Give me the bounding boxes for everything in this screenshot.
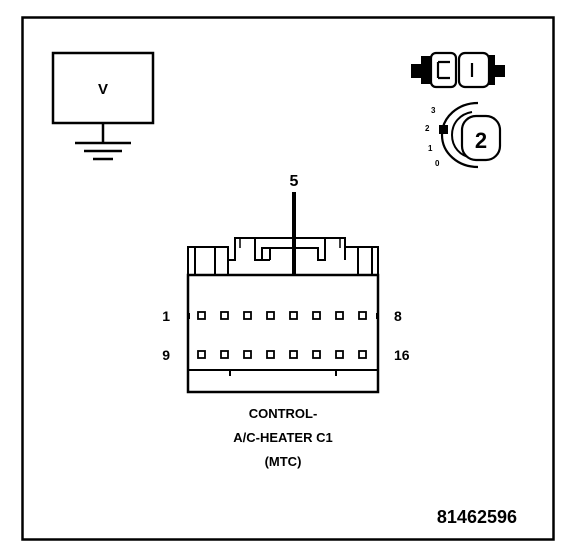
connector-body [186,273,380,394]
pin-label-16: 16 [394,347,410,363]
probe-pin-label: 5 [290,173,299,190]
pin-row-1 [197,311,367,320]
connector-name-line-1: CONTROL- [249,406,318,421]
selector-switch-icon: 3 2 1 0 2 [425,101,502,169]
selector-scale-0: 0 [435,159,440,168]
pin-label-1: 1 [162,308,170,324]
pin-row-2 [197,350,367,359]
connector-c1 [186,237,380,394]
selector-scale-2: 2 [425,124,430,133]
selector-scale-1: 1 [428,144,433,153]
selector-scale-3: 3 [431,106,436,115]
connector-name-line-3: (MTC) [265,454,302,469]
connector-name-line-2: A/C-HEATER C1 [233,430,332,445]
pin-label-9: 9 [162,347,170,363]
voltmeter-symbol: V [51,51,155,143]
diagram-frame [21,16,555,541]
connector-plug-icon [411,51,505,89]
pin-label-8: 8 [394,308,402,324]
selector-value: 2 [475,128,487,153]
ground-icon [75,141,131,161]
figure-id: 81462596 [437,507,517,527]
voltmeter-label: V [98,81,108,98]
